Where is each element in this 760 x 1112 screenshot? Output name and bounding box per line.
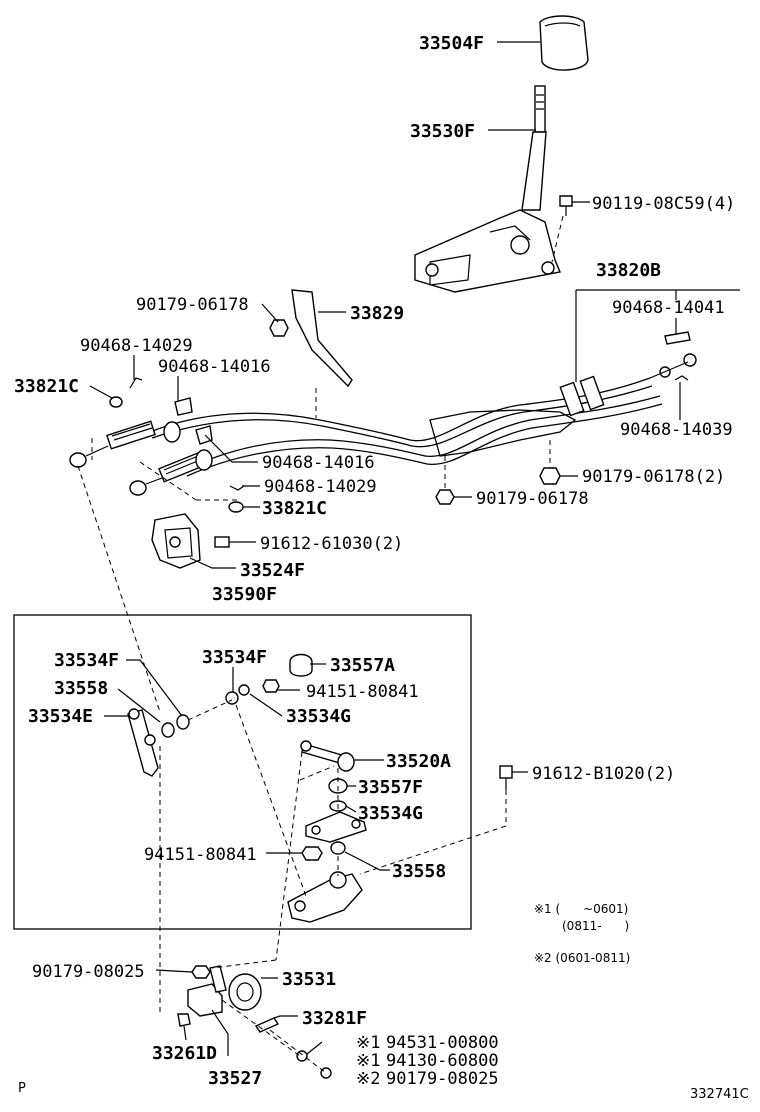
nut-94151-top: [262, 679, 280, 693]
bracket-33524F: [151, 513, 201, 569]
label-33520A: 33520A: [386, 751, 451, 772]
cable-bundle: [149, 375, 663, 477]
clip-90468-14016-lower: [195, 425, 213, 445]
label-90179-06178-mid: 90179-06178: [476, 489, 589, 509]
marker-1a: ※1: [356, 1033, 380, 1053]
washer-33821C-upper: [109, 396, 123, 408]
marker-2: ※2: [356, 1069, 380, 1089]
label-33820B: 33820B: [596, 260, 661, 281]
part-labels: 33504F 33530F 90119-08C59(4) 33820B 9017…: [14, 33, 735, 1089]
shift-lever-base: [414, 209, 561, 293]
washer-94531: [296, 1050, 308, 1062]
shift-plate: [305, 811, 367, 843]
lever-33520A: [300, 740, 355, 772]
housing-33527: [187, 965, 227, 1017]
label-90468-14029-bottom: 90468-14029: [264, 477, 377, 497]
label-33504F: 33504F: [419, 33, 484, 54]
lever-33534E: [127, 708, 159, 777]
clip-90468-14029-lower: [229, 485, 245, 491]
bolt-91612-61030: [214, 536, 238, 548]
label-90179-06178-top: 90179-06178: [136, 295, 249, 315]
label-94151-top: 94151-80841: [306, 682, 419, 702]
clip-90468-14016-upper: [174, 397, 193, 416]
label-33821C-bottom: 33821C: [262, 498, 327, 519]
bolt-91612-B1020: [499, 765, 513, 790]
assembly-dashed-lines: [77, 438, 507, 1074]
select-lever-base: [287, 871, 363, 923]
base-bolt: [551, 195, 573, 263]
label-94531: 94531-00800: [386, 1033, 499, 1053]
nut-90179-06178-top: [269, 319, 289, 337]
cable-end-right: [649, 353, 697, 379]
label-90468-14016-top: 90468-14016: [158, 357, 271, 377]
washer-33821C-lower: [228, 501, 244, 513]
label-33534F-right: 33534F: [202, 647, 267, 668]
label-33534G-top: 33534G: [286, 706, 351, 727]
note-1-line2: (0811- ): [562, 919, 629, 933]
label-33534E: 33534E: [28, 706, 93, 727]
clip-90468-14041: [664, 331, 691, 345]
label-33534G-bottom: 33534G: [358, 803, 423, 824]
bushing-33558-left: [161, 722, 175, 738]
label-90179-08025-bottom: 90179-08025: [386, 1069, 499, 1089]
corner-right: 332741C: [690, 1087, 749, 1102]
corner-left: P: [18, 1081, 26, 1096]
shift-lever: [521, 85, 547, 211]
label-94151-bottom: 94151-80841: [144, 845, 257, 865]
nut-90179-08025-bottom: [320, 1067, 332, 1079]
label-33590F: 33590F: [212, 584, 277, 605]
clip-90468-14039: [674, 375, 689, 381]
label-94130: 94130-60800: [386, 1051, 499, 1071]
note-1-line1: ※1 ( ~0601): [534, 902, 628, 916]
label-33534F-left: 33534F: [54, 650, 119, 671]
label-33281F: 33281F: [302, 1008, 367, 1029]
nut-94151-bottom: [301, 846, 323, 861]
clip-90468-14029-upper: [129, 377, 143, 389]
bushing-33534F-left: [176, 714, 190, 730]
label-90119: 90119-08C59(4): [592, 194, 735, 214]
label-33261D: 33261D: [152, 1043, 217, 1064]
label-33558-left: 33558: [54, 678, 108, 699]
leader-lines: [89, 41, 740, 1056]
cap-33557A: [289, 653, 313, 677]
bushing-33534F-right: [225, 691, 239, 705]
assembly-box-33590F: [13, 614, 472, 930]
label-33557F: 33557F: [358, 777, 423, 798]
cable-end-lower: [129, 449, 213, 496]
nut-90179-06178-right: [539, 440, 561, 485]
bushing-33534G-top: [238, 684, 250, 696]
label-90179-06178-2: 90179-06178(2): [582, 467, 725, 487]
label-33558-right: 33558: [392, 861, 446, 882]
label-90179-08025-left: 90179-08025: [32, 962, 145, 982]
label-33530F: 33530F: [410, 121, 475, 142]
label-33821C-top: 33821C: [14, 376, 79, 397]
label-91612-B1020: 91612-B1020(2): [532, 764, 675, 784]
seal-33531: [228, 973, 262, 1011]
note-2: ※2 (0601-0811): [534, 951, 630, 965]
label-33557A: 33557A: [330, 655, 395, 676]
notes: ※1 ( ~0601) (0811- ) ※2 (0601-0811): [534, 902, 630, 965]
label-33829: 33829: [350, 303, 404, 324]
label-91612-61030: 91612-61030(2): [260, 534, 403, 554]
label-90468-14016-bottom: 90468-14016: [262, 453, 375, 473]
pin-33281F: [254, 1017, 280, 1033]
label-90468-14029-top: 90468-14029: [80, 336, 193, 356]
label-33527: 33527: [208, 1068, 262, 1089]
bracket-33829: [291, 289, 353, 418]
label-33524F: 33524F: [240, 560, 305, 581]
nut-90179-08025-left: [191, 965, 211, 979]
cable-end-upper: [69, 420, 181, 468]
bushing-33558-right: [330, 841, 346, 855]
label-33531: 33531: [282, 969, 336, 990]
label-90468-14039: 90468-14039: [620, 420, 733, 440]
marker-1b: ※1: [356, 1051, 380, 1071]
shift-knob: [539, 15, 589, 71]
label-90468-14041: 90468-14041: [612, 298, 725, 318]
nut-90179-06178-mid: [435, 456, 455, 505]
corner-labels: P 332741C: [18, 1081, 749, 1102]
clip-33261D: [177, 1013, 191, 1027]
